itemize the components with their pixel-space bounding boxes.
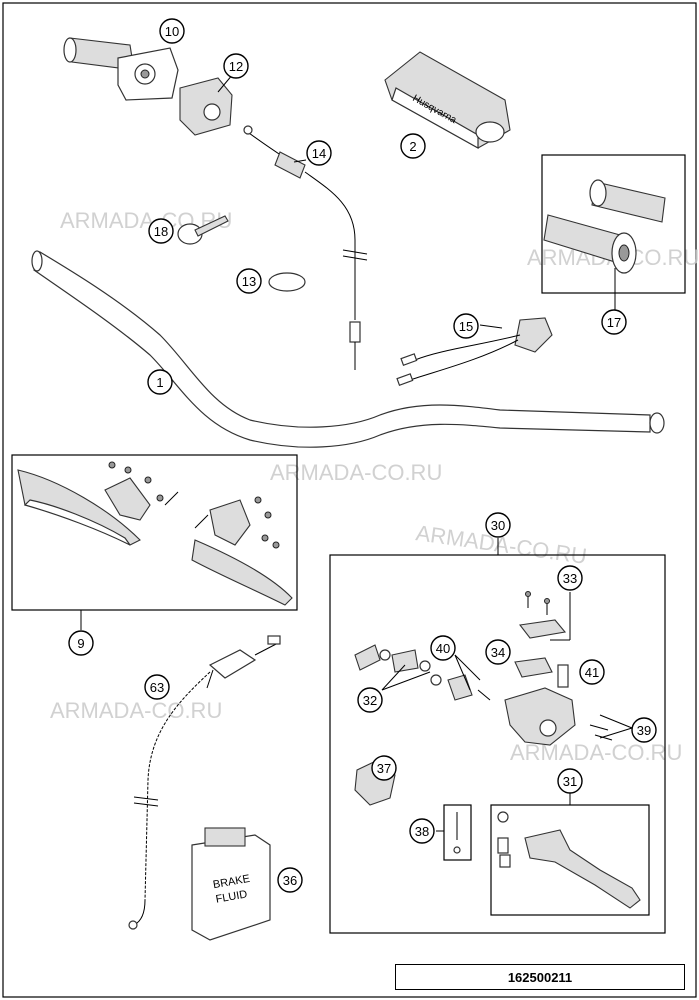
callout-label-1: 1 — [156, 375, 163, 390]
callout-circle-37 — [371, 755, 397, 781]
callout-circle-14 — [306, 140, 332, 166]
callout-label-37: 37 — [377, 761, 391, 776]
callout-label-15: 15 — [459, 319, 473, 334]
callout-circle-34 — [485, 639, 511, 665]
bolt-frame — [443, 804, 472, 861]
callout-circle-15 — [453, 313, 479, 339]
callout-label-9: 9 — [77, 636, 84, 651]
callout-group: 10 12 2 14 18 13 17 15 1 9 30 33 40 34 41 32 39 63 37 31 38 3… — [68, 18, 657, 893]
bottle-label-line2: FLUID — [215, 888, 248, 905]
watermark-3: ARMADA-CO.RU — [270, 460, 442, 485]
callout-label-39: 39 — [637, 723, 651, 738]
callout-circle-31 — [557, 768, 583, 794]
callout-label-33: 33 — [563, 571, 577, 586]
callout-label-12: 12 — [229, 59, 243, 74]
throttle-grip-part — [63, 37, 179, 101]
callout-circle-38 — [409, 818, 435, 844]
handlebar-part — [33, 251, 651, 448]
callout-label-38: 38 — [415, 824, 429, 839]
callout-label-34: 34 — [491, 645, 505, 660]
callout-label-10: 10 — [165, 24, 179, 39]
handlebar-end — [649, 412, 665, 434]
callout-label-2: 2 — [409, 139, 416, 154]
callout-circle-39 — [631, 717, 657, 743]
callout-circle-2 — [400, 133, 426, 159]
callout-circle-41 — [579, 659, 605, 685]
handguards-part — [17, 461, 293, 606]
throttle-cable-part — [243, 125, 368, 370]
callout-label-41: 41 — [585, 665, 599, 680]
leader-lines — [80, 73, 633, 832]
handguards-frame — [11, 454, 298, 611]
callout-circle-17 — [601, 309, 627, 335]
callout-label-63: 63 — [150, 680, 164, 695]
callout-circle-1 — [147, 369, 173, 395]
brake-fluid-bottle: BRAKE FLUID — [191, 827, 271, 941]
callout-circle-36 — [277, 867, 303, 893]
callout-circle-33 — [557, 565, 583, 591]
cable-tie-part — [177, 215, 229, 245]
grips-part — [543, 179, 666, 274]
drawing-number: 162500211 — [507, 969, 573, 985]
watermark-4: ARMADA-CO.RU — [50, 698, 222, 723]
callout-label-30: 30 — [491, 518, 505, 533]
callout-label-40: 40 — [436, 641, 450, 656]
callout-circle-40 — [430, 635, 456, 661]
callout-circle-30 — [485, 512, 511, 538]
callout-label-36: 36 — [283, 873, 297, 888]
brake-line-part — [128, 635, 281, 930]
kill-switch-part — [396, 317, 553, 386]
callout-label-31: 31 — [563, 774, 577, 789]
grips-frame — [541, 154, 686, 294]
callout-circle-32 — [357, 687, 383, 713]
callout-circle-10 — [159, 18, 185, 44]
callout-circle-18 — [148, 218, 174, 244]
drawing-number-box: 162500211 — [395, 964, 685, 990]
throttle-cover-part — [179, 77, 233, 136]
callout-circle-9 — [68, 630, 94, 656]
master-cylinder-parts — [354, 591, 650, 916]
callout-label-18: 18 — [154, 224, 168, 239]
callout-label-13: 13 — [242, 274, 256, 289]
callout-label-14: 14 — [312, 146, 326, 161]
callout-label-17: 17 — [607, 315, 621, 330]
callout-circle-12 — [223, 53, 249, 79]
callout-circle-13 — [236, 268, 262, 294]
callout-label-32: 32 — [363, 693, 377, 708]
handlebar-end-left — [31, 250, 43, 272]
o-ring-part — [268, 272, 306, 292]
handlebar-pad-part: Husqvarna — [384, 51, 511, 150]
callout-circle-63 — [144, 674, 170, 700]
